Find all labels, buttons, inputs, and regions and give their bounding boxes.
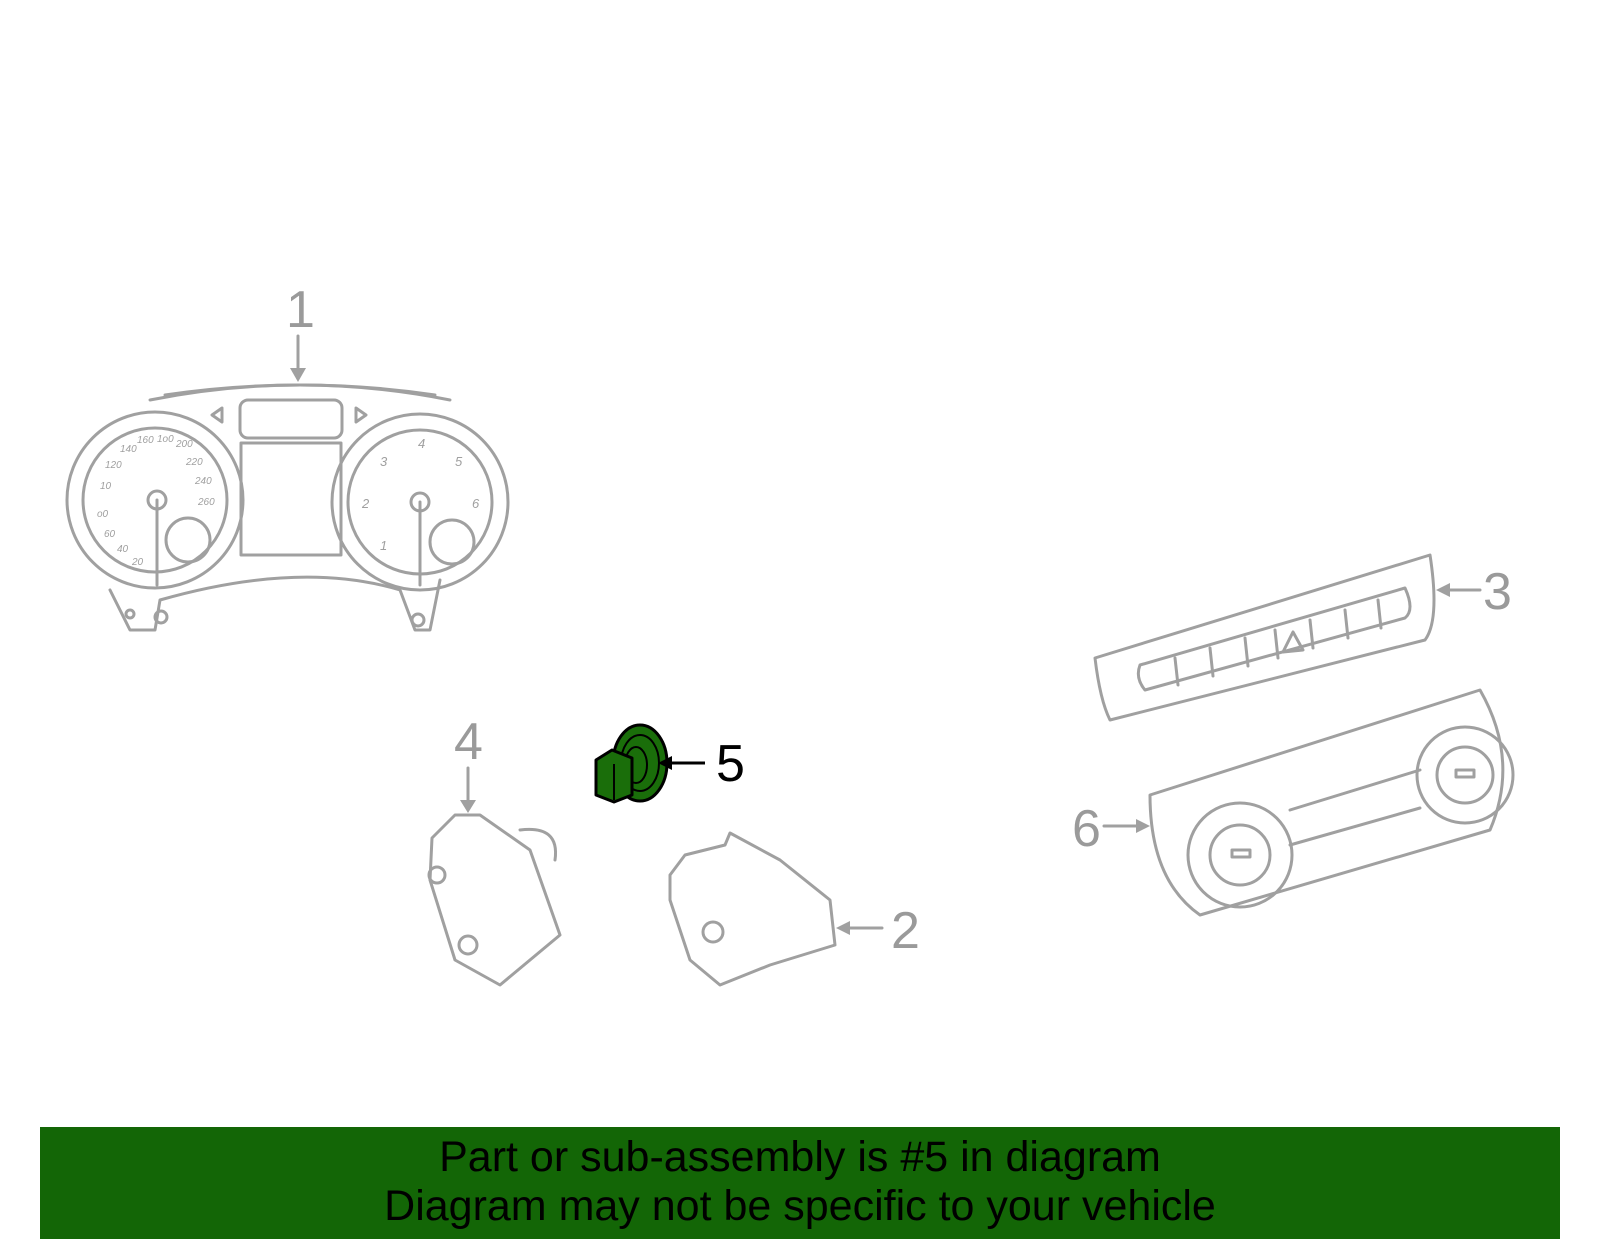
- svg-text:3: 3: [380, 454, 388, 469]
- climate-control-panel[interactable]: [1102, 688, 1515, 917]
- svg-text:120: 120: [105, 460, 122, 471]
- svg-text:1: 1: [380, 538, 387, 553]
- banner-line-2: Diagram may not be specific to your vehi…: [384, 1182, 1216, 1230]
- svg-text:6: 6: [472, 496, 480, 511]
- svg-text:20: 20: [131, 557, 144, 568]
- svg-text:1o0: 1o0: [157, 434, 174, 445]
- info-banner: Part or sub-assembly is #5 in diagram Di…: [40, 1127, 1560, 1239]
- svg-text:4: 4: [418, 436, 425, 451]
- svg-text:40: 40: [117, 544, 129, 555]
- svg-text:240: 240: [194, 476, 212, 487]
- callout-6[interactable]: 6: [1072, 800, 1101, 858]
- svg-text:220: 220: [185, 457, 203, 468]
- svg-text:5: 5: [455, 454, 463, 469]
- callout-4[interactable]: 4: [454, 713, 483, 771]
- actuator[interactable]: [668, 831, 884, 987]
- svg-text:160: 160: [137, 435, 154, 446]
- svg-text:200: 200: [175, 439, 193, 450]
- callout-3[interactable]: 3: [1483, 563, 1512, 621]
- callout-2[interactable]: 2: [891, 902, 920, 960]
- callout-1[interactable]: 1: [286, 281, 315, 339]
- svg-text:60: 60: [104, 529, 116, 540]
- banner-line-1: Part or sub-assembly is #5 in diagram: [439, 1133, 1161, 1181]
- svg-text:2: 2: [361, 496, 370, 511]
- svg-text:260: 260: [197, 497, 215, 508]
- svg-text:o0: o0: [97, 509, 109, 520]
- instrument-cluster[interactable]: o0 10 120 140 160 1o0 200 220 240 260 60…: [65, 334, 510, 632]
- callout-5[interactable]: 5: [716, 735, 745, 793]
- svg-text:140: 140: [120, 444, 137, 455]
- bulb-socket-highlighted[interactable]: [594, 723, 705, 804]
- switch-assembly[interactable]: [427, 766, 562, 987]
- svg-text:10: 10: [100, 481, 112, 492]
- switch-panel[interactable]: [1093, 553, 1482, 722]
